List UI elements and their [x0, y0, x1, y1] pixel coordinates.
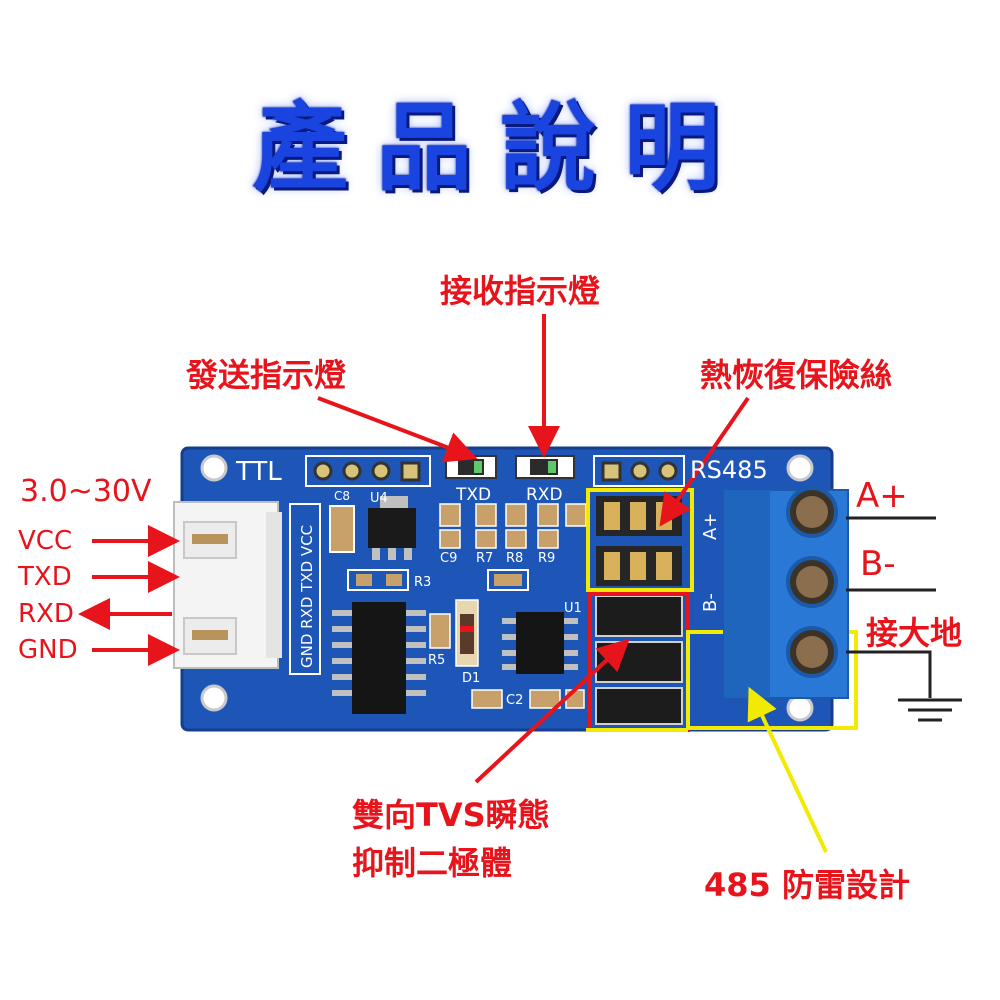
pcb-ref: R5 — [428, 653, 445, 668]
pin-label-gnd: GND — [18, 635, 78, 665]
tvs-callout-line1: 雙向TVS瞬態 — [352, 796, 550, 834]
lightning-arrow — [747, 686, 828, 853]
pcb-ref: R7 — [476, 551, 493, 566]
page-title: 產品說明 — [252, 92, 748, 204]
tx-led-arrow — [317, 396, 478, 463]
a-plus-callout: A+ — [856, 476, 908, 516]
tvs-arrow — [474, 638, 630, 784]
pin-label-txd: TXD — [18, 562, 72, 592]
mount-hole — [200, 684, 228, 712]
pcb-ref: R9 — [538, 551, 555, 566]
u4-regulator — [368, 508, 416, 548]
pcb-ref: U1 — [564, 601, 582, 616]
ground-symbol — [846, 650, 962, 722]
pcb-term-a: A+ — [700, 513, 721, 540]
mount-hole — [786, 454, 814, 482]
pcb-rs485-label: RS485 — [690, 456, 768, 484]
pcb-ref: C9 — [440, 551, 457, 566]
tvs-diode-3 — [595, 687, 683, 725]
mount-hole — [200, 454, 228, 482]
rx-led-callout: 接收指示燈 — [440, 272, 601, 310]
pin-label-vcc: VCC — [18, 526, 73, 556]
soic-chip-left — [352, 602, 406, 714]
pcb-side-pins-label: GND RXD TXD VCC — [298, 525, 316, 668]
pcb-ttl-label: TTL — [235, 457, 282, 487]
fuse-callout: 熱恢復保險絲 — [700, 356, 893, 394]
pin-label-rxd: RXD — [18, 599, 74, 629]
mount-hole — [786, 694, 814, 722]
tvs-diode-2 — [595, 641, 683, 683]
pcb-ref: U4 — [370, 491, 388, 506]
pcb-ref: D1 — [462, 671, 480, 686]
pcb-rxd-label: RXD — [526, 485, 563, 505]
voltage-callout: 3.0~30V — [20, 474, 152, 509]
pcb-ref: C8 — [334, 489, 350, 503]
tx-led-callout: 發送指示燈 — [186, 356, 347, 394]
lightning-callout: 485 防雷設計 — [704, 866, 910, 904]
pcb-txd-label: TXD — [455, 485, 491, 505]
pcb-ref: C2 — [506, 693, 523, 708]
fuse-arrow — [659, 396, 750, 527]
ground-callout: 接大地 — [866, 614, 963, 652]
pcb-ref: R8 — [506, 551, 523, 566]
tvs-diode-1 — [595, 595, 683, 637]
fuse-highlight — [586, 488, 694, 592]
b-minus-callout: B- — [860, 544, 896, 584]
pcb-ref: R3 — [414, 575, 431, 590]
pcb-term-b: B- — [700, 593, 721, 612]
tvs-callout-line2: 抑制二極體 — [352, 844, 513, 882]
u1-chip — [516, 612, 564, 674]
